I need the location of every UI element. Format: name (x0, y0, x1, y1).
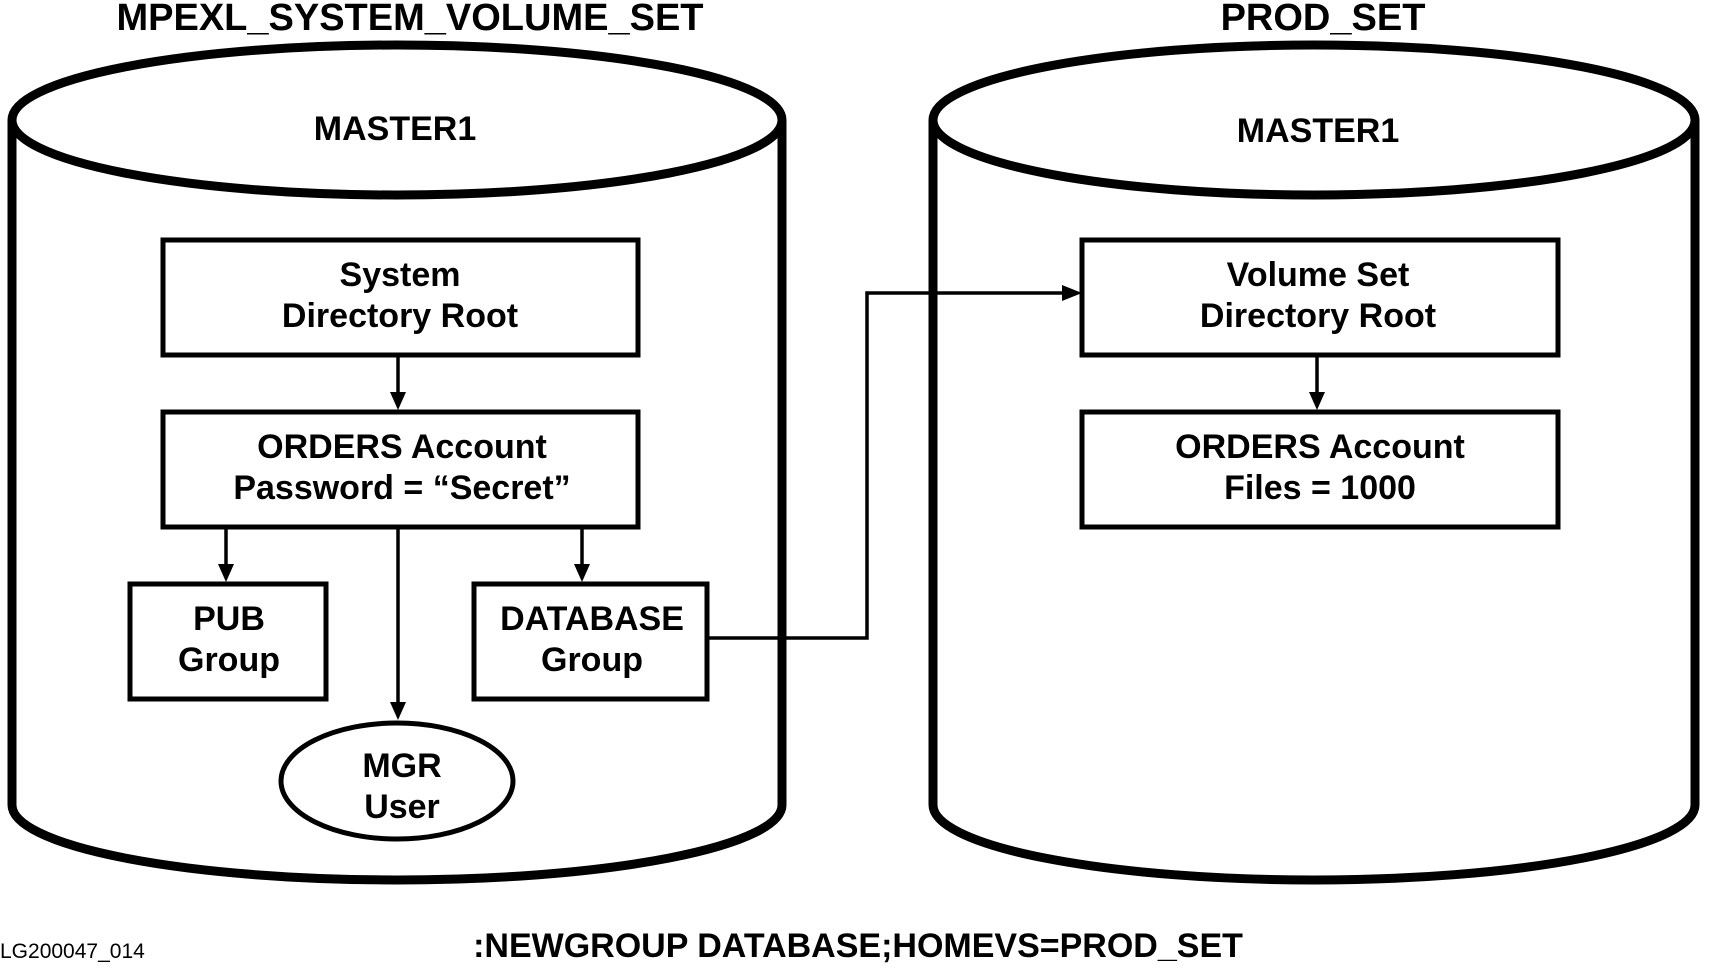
database-group-line2: Group (541, 641, 643, 679)
right-disk-label: MASTER1 (1237, 112, 1399, 150)
pub-group-box: PUB Group (127, 581, 329, 702)
vs-root-line1: Volume Set (1227, 256, 1410, 294)
left-volume-title: MPEXL_SYSTEM_VOLUME_SET (116, 0, 703, 39)
pub-group-line1: PUB (193, 600, 265, 638)
arrowhead-account-to-mgr-user (390, 702, 406, 720)
vs-root-line2: Directory Root (1200, 297, 1436, 335)
edge-database-to-volume-set-root (707, 291, 1062, 640)
system-directory-root-box: System Directory Root (160, 237, 641, 358)
orders-account-left-line2: Password = “Secret” (233, 469, 570, 507)
pub-group-line2: Group (178, 641, 280, 679)
arrowhead-account-to-database (574, 564, 590, 582)
right-volume-cylinder (928, 40, 1700, 885)
mgr-user-node: MGR User (278, 720, 516, 842)
orders-account-box-right: ORDERS Account Files = 1000 (1079, 409, 1561, 530)
arrowhead-database-to-volume-set-root (1062, 285, 1082, 301)
left-cylinder-bottom (7, 804, 787, 885)
orders-account-box-left: ORDERS Account Password = “Secret” (160, 409, 641, 530)
arrowhead-vs-root-to-account (1309, 392, 1325, 410)
right-volume-title: PROD_SET (1221, 0, 1426, 39)
arrowhead-account-to-pub (218, 564, 234, 582)
arrowhead-root-to-account (390, 392, 406, 410)
figure-id: LG200047_014 (0, 940, 145, 963)
right-cylinder-bottom (928, 804, 1700, 885)
system-root-line2: Directory Root (282, 297, 518, 335)
left-volume-cylinder (7, 40, 787, 885)
newgroup-command: :NEWGROUP DATABASE;HOMEVS=PROD_SET (473, 927, 1243, 965)
volume-set-directory-root-box: Volume Set Directory Root (1079, 237, 1561, 358)
orders-account-left-line1: ORDERS Account (257, 428, 547, 466)
left-disk-label: MASTER1 (314, 110, 476, 148)
database-group-line1: DATABASE (500, 600, 684, 638)
mgr-user-line2: User (364, 788, 440, 826)
orders-account-right-line2: Files = 1000 (1224, 469, 1416, 507)
system-root-line1: System (340, 256, 461, 294)
mgr-user-line1: MGR (362, 747, 441, 785)
orders-account-right-line1: ORDERS Account (1175, 428, 1465, 466)
database-group-box: DATABASE Group (471, 581, 710, 702)
